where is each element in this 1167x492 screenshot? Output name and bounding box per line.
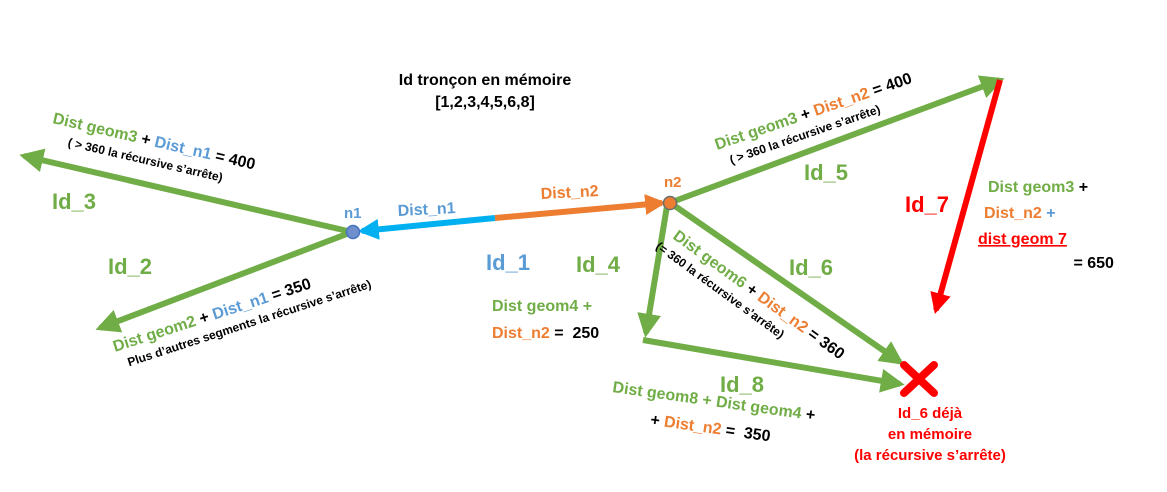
dist-n1-label: Dist_n1 bbox=[397, 200, 456, 220]
seg3-annotation: Dist geom3 + Dist_n1 = 400 ( > 360 la ré… bbox=[51, 110, 257, 184]
node-n2-label: n2 bbox=[664, 174, 682, 191]
seg7-line3: dist geom 7 bbox=[978, 231, 1067, 248]
svg-text:+ Dist_n2 = 350: + Dist_n2 = 350 bbox=[649, 412, 771, 446]
segment-id2-arrow bbox=[95, 229, 354, 333]
segment-id8-arrow bbox=[642, 337, 905, 393]
seg7-line2: Dist_n2 + bbox=[984, 205, 1056, 222]
segment-id3-arrow bbox=[19, 148, 353, 235]
segment-id1-blue-arrow bbox=[357, 215, 496, 240]
already-line-2: en mémoire bbox=[887, 426, 973, 443]
seg4-line2: Dist_n2 = 250 bbox=[492, 325, 599, 342]
already-line-3: (la récursive s’arrête) bbox=[854, 447, 1006, 464]
svg-text:Dist geom3 + Dist_n2 = 400: Dist geom3 + Dist_n2 = 400 bbox=[713, 70, 915, 154]
segment-id4-arrow bbox=[637, 205, 670, 338]
dist-n2-label: Dist_n2 bbox=[540, 183, 599, 203]
segment-id7-arrow bbox=[930, 79, 1003, 315]
memory-box: Id tronçon en mémoire [1,2,3,4,5,6,8] bbox=[380, 70, 590, 114]
seg7-result: = 650 bbox=[1069, 255, 1114, 272]
segment-id2-label: Id_2 bbox=[108, 254, 152, 279]
segment-id1-label: Id_1 bbox=[486, 250, 530, 275]
memory-title: Id tronçon en mémoire bbox=[398, 72, 572, 89]
segment-id4-label: Id_4 bbox=[576, 252, 621, 277]
seg7-line1: Dist geom3 + bbox=[988, 179, 1088, 196]
segment-id7-label: Id_7 bbox=[905, 192, 949, 217]
segment-id1-orange-arrow bbox=[494, 194, 667, 221]
node-n2 bbox=[662, 195, 678, 211]
already-in-memory-note: Id_6 déjà en mémoire (la récursive s’arr… bbox=[830, 403, 1030, 466]
svg-text:Dist geom8 + Dist geom4 +: Dist geom8 + Dist geom4 + bbox=[611, 379, 816, 424]
segment-id5-arrow bbox=[670, 75, 1005, 205]
segment-id6-label: Id_6 bbox=[789, 255, 833, 280]
seg8-annotation: Dist geom8 + Dist geom4 + + Dist_n2 = 35… bbox=[611, 379, 816, 446]
segment-id5-label: Id_5 bbox=[804, 160, 848, 185]
seg6-annotation: Dist geom6 + Dist_n2 = 360 (= 360 la réc… bbox=[653, 227, 848, 363]
segment-id3-label: Id_3 bbox=[52, 189, 96, 214]
svg-text:Dist geom6 + Dist_n2 = 360: Dist geom6 + Dist_n2 = 360 bbox=[670, 227, 848, 363]
blocked-cross-icon bbox=[900, 361, 938, 397]
node-n1 bbox=[345, 224, 361, 240]
segment-id6-arrow bbox=[670, 201, 904, 365]
memory-list: [1,2,3,4,5,6,8] bbox=[435, 94, 535, 111]
seg4-line1: Dist geom4 + bbox=[492, 298, 592, 315]
already-line-1: Id_6 déjà bbox=[897, 405, 963, 422]
segment-id8-label: Id_8 bbox=[720, 372, 764, 397]
node-n1-label: n1 bbox=[344, 205, 362, 222]
